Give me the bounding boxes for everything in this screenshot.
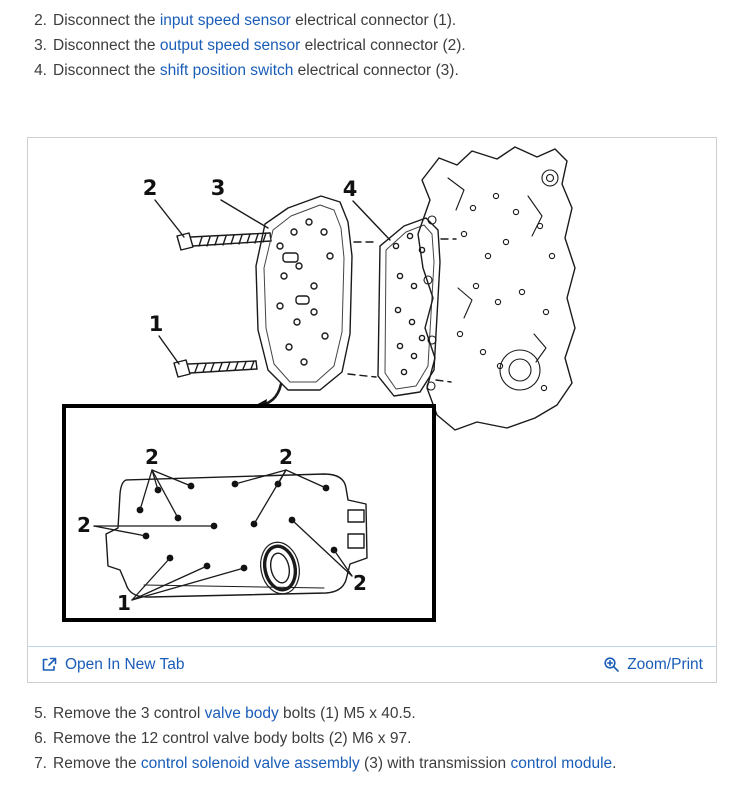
inset-leader-lines	[93, 469, 353, 601]
step-text: electrical connector (1).	[290, 12, 457, 29]
step-text: Remove the 3 control	[53, 705, 205, 722]
step-text: Remove the 12 control valve body bolts (…	[53, 730, 412, 747]
step-link[interactable]: input speed sensor	[159, 12, 291, 29]
figure-footer: Open In New Tab Zoom/Print	[28, 646, 716, 682]
connector-oval	[260, 541, 300, 595]
step-item-4: 4. Disconnect the shift position switch e…	[30, 58, 466, 83]
figure-container: 2 3 4 1	[27, 137, 717, 683]
open-in-new-tab-icon	[42, 657, 57, 671]
step-item-2: 2. Disconnect the input speed sensor elec…	[30, 8, 466, 33]
step-text: .	[612, 755, 617, 772]
inset-callout-2-label: 2	[145, 445, 159, 469]
steps-list-top: 2. Disconnect the input speed sensor elec…	[30, 8, 466, 83]
step-number: 3.	[34, 37, 47, 54]
step-link[interactable]: output speed sensor	[159, 37, 301, 54]
step-link[interactable]: shift position switch	[159, 62, 294, 79]
leader-line	[352, 200, 391, 241]
callout-4-label: 4	[343, 177, 358, 201]
step-text: Remove the	[53, 755, 141, 772]
step-number: 2.	[34, 12, 47, 29]
gasket-plate	[377, 217, 441, 397]
leader-line	[220, 199, 269, 229]
step-number: 5.	[34, 705, 47, 722]
steps-list-bottom: 5. Remove the 3 control valve body bolts …	[30, 701, 616, 776]
step-item-6: 6. Remove the 12 control valve body bolts…	[30, 726, 616, 751]
inset-callout-2-label: 2	[353, 571, 367, 595]
step-number: 7.	[34, 755, 47, 772]
valve-body-diagram: 2 3 4 1	[62, 146, 576, 622]
step-number: 4.	[34, 62, 47, 79]
alignment-dashed-lines	[347, 238, 457, 383]
leader-line	[154, 199, 185, 238]
zoom-print-link[interactable]: Zoom/Print	[603, 656, 703, 674]
step-link[interactable]: valve body	[204, 705, 279, 722]
step-item-7: 7. Remove the control solenoid valve asse…	[30, 751, 616, 776]
step-text: Disconnect the	[53, 62, 160, 79]
step-item-3: 3. Disconnect the output speed sensor ele…	[30, 33, 466, 58]
valve-body-plate	[255, 195, 353, 391]
step-text: electrical connector (2).	[300, 37, 466, 54]
callout-1-label: 1	[149, 312, 164, 336]
inset-callout-2-label: 2	[279, 445, 293, 469]
open-in-new-tab-label: Open In New Tab	[65, 655, 185, 673]
callout-2-label: 2	[143, 176, 158, 200]
step-text: bolts (1) M5 x 40.5.	[278, 705, 416, 722]
step-number: 6.	[34, 730, 47, 747]
step-item-5: 5. Remove the 3 control valve body bolts …	[30, 701, 616, 726]
zoom-magnifier-plus-icon	[604, 657, 619, 672]
inset-bottom-view	[93, 469, 368, 601]
step-text: Disconnect the	[53, 37, 160, 54]
callout-3-label: 3	[211, 176, 226, 200]
step-text: (3) with transmission	[359, 755, 511, 772]
transmission-case	[417, 146, 576, 431]
bolt-upper	[176, 232, 272, 251]
step-link[interactable]: control solenoid valve assembly	[140, 755, 360, 772]
step-link[interactable]: control module	[510, 755, 613, 772]
inset-callout-1-label: 1	[117, 591, 131, 615]
leader-line	[158, 335, 180, 365]
open-in-new-tab-link[interactable]: Open In New Tab	[41, 656, 184, 674]
step-text: Disconnect the	[53, 12, 160, 29]
bolt-lower	[173, 359, 258, 378]
zoom-print-label: Zoom/Print	[627, 655, 703, 673]
step-text: electrical connector (3).	[293, 62, 459, 79]
inset-callout-2-label: 2	[77, 513, 91, 537]
